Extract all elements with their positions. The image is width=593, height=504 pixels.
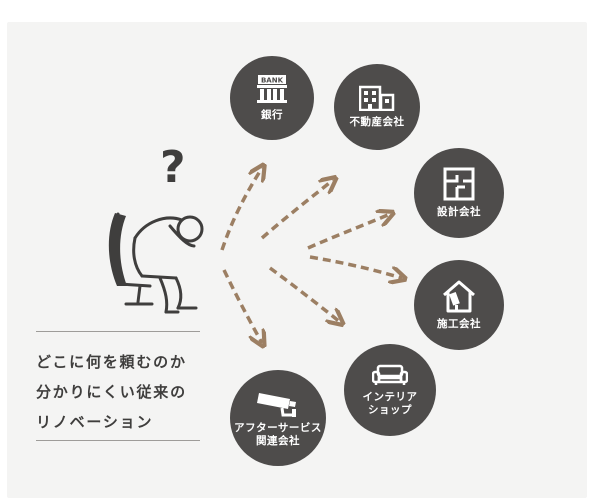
bank-icon: BANK xyxy=(257,75,287,103)
caption-line-1: どこに何を頼むのか xyxy=(36,353,187,371)
caption-bottom-rule xyxy=(36,440,200,441)
node-construction-label: 施工会社 xyxy=(437,318,481,330)
camera-icon xyxy=(257,392,296,417)
node-interior-label: インテリア ショップ xyxy=(362,390,418,416)
node-design: 設計会社 xyxy=(414,148,504,238)
arrow-to-interior xyxy=(268,266,340,322)
house-roller-icon xyxy=(443,280,475,313)
node-real-estate-label: 不動産会社 xyxy=(349,116,405,128)
caption-top-rule xyxy=(36,331,200,332)
arrow-to-construction xyxy=(309,255,402,278)
building-icon xyxy=(359,85,395,111)
arrow-to-bank xyxy=(220,168,262,251)
caption-line-2: 分かりにくい従来の xyxy=(36,383,187,401)
node-design-label: 設計会社 xyxy=(437,206,481,218)
node-bank-label: 銀行 xyxy=(261,109,283,121)
question-mark-icon: ? xyxy=(160,142,186,193)
caption-line-3: リノベーション xyxy=(36,413,154,431)
sofa-icon xyxy=(372,364,408,385)
node-bank: BANK 銀行 xyxy=(230,56,314,140)
node-construction: 施工会社 xyxy=(414,260,504,350)
arrow-to-after-service xyxy=(222,269,262,343)
node-after-service-label: アフターサービス 関連会社 xyxy=(234,421,322,447)
bank-sign: BANK xyxy=(261,76,284,84)
arrow-to-real-estate xyxy=(260,180,333,240)
floorplan-icon xyxy=(443,167,475,201)
node-real-estate: 不動産会社 xyxy=(334,64,420,150)
node-after-service: アフターサービス 関連会社 xyxy=(230,370,326,466)
node-interior: インテリア ショップ xyxy=(344,344,436,436)
arrow-to-design xyxy=(307,214,390,250)
